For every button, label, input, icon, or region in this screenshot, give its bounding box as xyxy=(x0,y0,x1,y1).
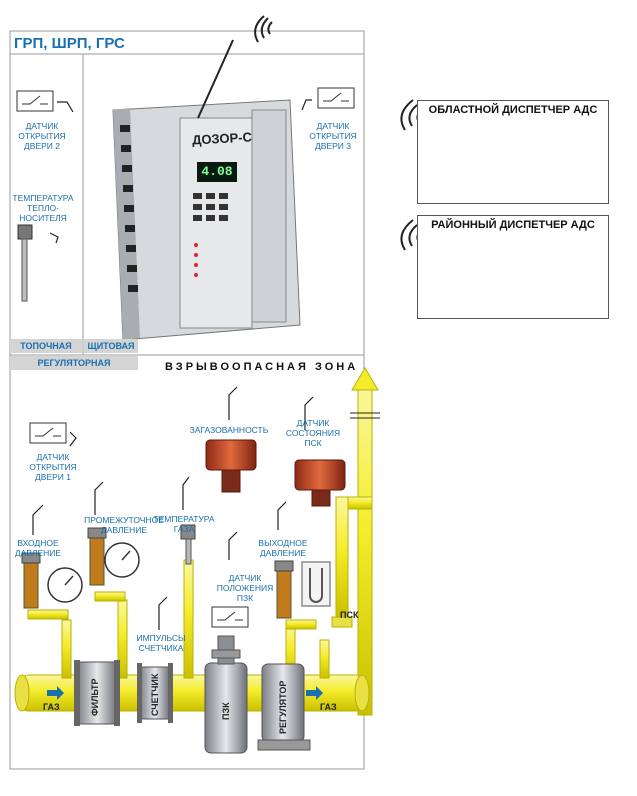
sensor-outlet-pressure-label: ВЫХОДНОЕ ДАВЛЕНИЕ xyxy=(258,538,308,558)
regulator-label: РЕГУЛЯТОР xyxy=(278,680,288,734)
tab-furnace: ТОПОЧНАЯ xyxy=(10,339,82,353)
sensor-meter-pulses-label: ИМПУЛЬСЫ СЧЕТЧИКА xyxy=(136,633,186,653)
pzk-label: ПЗК xyxy=(221,702,231,720)
meter-body xyxy=(137,663,173,723)
sensor-pzk-position-label: ДАТЧИК ПОЛОЖЕНИЯ ПЗК xyxy=(216,573,274,603)
impulse-tubes xyxy=(27,559,330,679)
pzk-valve-body xyxy=(204,635,248,754)
sensor-psk-state-label: ДАТЧИК СОСТОЯНИЯ ПСК xyxy=(285,418,341,448)
sensor-door1-label: ДАТЧИК ОТКРЫТИЯ ДВЕРИ 1 xyxy=(29,452,77,482)
sensor-door2-label: ДАТЧИК ОТКРЫТИЯ ДВЕРИ 2 xyxy=(18,121,66,151)
psk-label: ПСК xyxy=(340,610,359,620)
switch-icon xyxy=(16,87,355,628)
gas-inlet-label: ГАЗ xyxy=(43,702,60,712)
modem-label: МОДЕМ xyxy=(447,153,475,160)
regional-dispatcher-title: ОБЛАСТНОЙ ДИСПЕТЧЕР АДС xyxy=(428,104,598,116)
temperature-probe-icon xyxy=(17,224,196,565)
sensor-gas-temp-label: ТЕМПЕРАТУРА ГАЗА xyxy=(153,514,215,534)
sensor-coolant-temp-label: ТЕМПЕРАТУРА ТЕПЛО-НОСИТЕЛЯ xyxy=(12,193,74,223)
psk-vent-pipe xyxy=(331,367,380,716)
manometer-icon xyxy=(47,542,140,603)
filter-label: ФИЛЬТР xyxy=(90,678,100,716)
leader-lines xyxy=(32,99,314,630)
filter-body xyxy=(74,660,120,726)
flow-arrow-icon xyxy=(47,686,323,700)
tab-regulator: РЕГУЛЯТОРНАЯ xyxy=(10,356,138,370)
gas-outlet-label: ГАЗ xyxy=(320,702,337,712)
modem-label: МОДЕМ xyxy=(447,273,475,280)
hazard-zone-label: ВЗРЫВООПАСНАЯ ЗОНА xyxy=(165,361,359,373)
tab-panel: ЩИТОВАЯ xyxy=(84,339,138,353)
pressure-transmitter-icon xyxy=(21,527,294,619)
regulator-body xyxy=(257,663,311,751)
district-dispatcher-title: РАЙОННЫЙ ДИСПЕТЧЕР АДС xyxy=(431,219,595,231)
sensor-inlet-pressure-label: ВХОДНОЕ ДАВЛЕНИЕ xyxy=(14,538,62,558)
dozor-controller xyxy=(112,39,301,341)
u-tube-gauge-icon xyxy=(301,561,331,607)
meter-label: СЧЕТЧИК xyxy=(150,673,160,716)
district-dispatcher-panel: РАЙОННЫЙ ДИСПЕТЧЕР АДС xyxy=(417,215,609,319)
device-display: 4.08 xyxy=(197,162,237,182)
gas-detector-icon xyxy=(205,439,346,507)
sensor-door3-label: ДАТЧИК ОТКРЫТИЯ ДВЕРИ 3 xyxy=(309,121,357,151)
regional-dispatcher-panel: ОБЛАСТНОЙ ДИСПЕТЧЕР АДС xyxy=(417,100,609,204)
radio-waves-icon xyxy=(254,15,273,43)
sensor-intermediate-pressure-label: ПРОМЕЖУТОЧНОЕ ДАВЛЕНИЕ xyxy=(84,515,164,535)
sensor-gas-contamination-label: ЗАГАЗОВАННОСТЬ xyxy=(189,425,269,435)
page-title: ГРП, ШРП, ГРС xyxy=(14,35,125,52)
